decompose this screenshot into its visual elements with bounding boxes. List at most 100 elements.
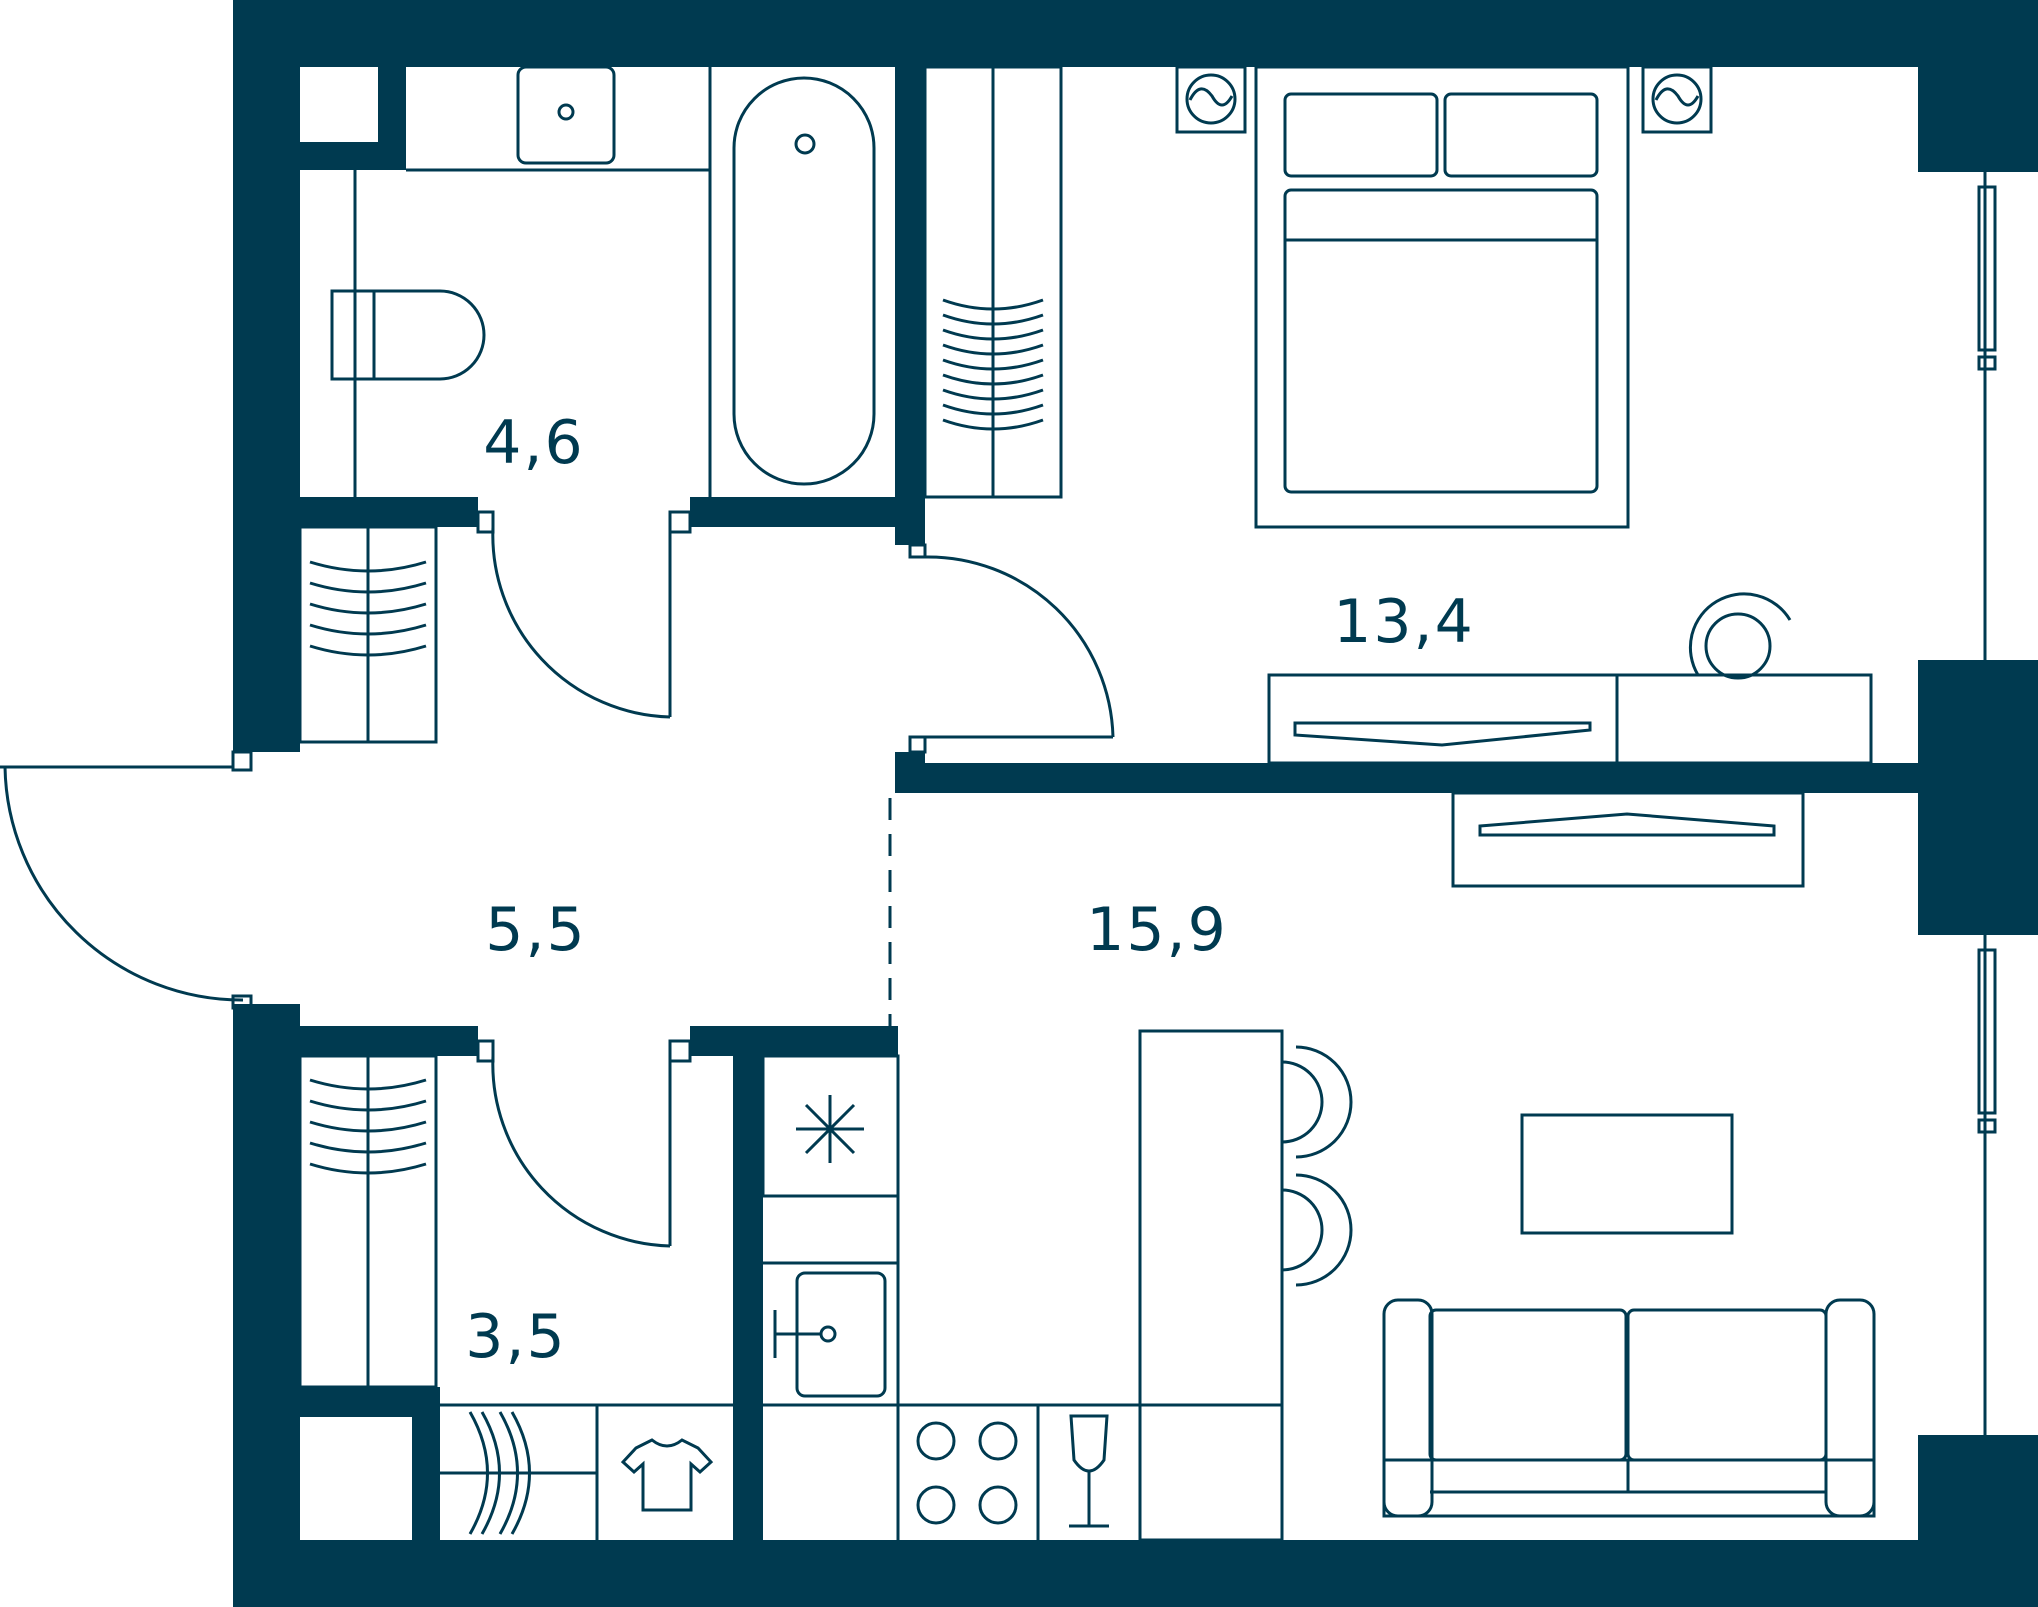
chair-back bbox=[1688, 592, 1792, 676]
drying-rack-arc-1 bbox=[468, 1411, 489, 1535]
window-top-frame-lower bbox=[1977, 355, 1997, 371]
pillow-left bbox=[1283, 92, 1439, 178]
window-bottom-frame-lower bbox=[1977, 1118, 1997, 1134]
outer-wall-left-lower bbox=[233, 1004, 300, 1607]
bedroom-wardrobe-shelf bbox=[942, 358, 1044, 371]
coffee-table bbox=[1520, 1113, 1734, 1235]
sofa-armrest-right bbox=[1824, 1298, 1876, 1518]
hall-wardrobe-shelf bbox=[309, 581, 427, 594]
bath-door-jamb-left bbox=[476, 510, 495, 534]
window-bottom-frame-upper bbox=[1977, 948, 1997, 1115]
washbasin bbox=[516, 65, 616, 165]
wardrobe-wall-left bbox=[300, 1026, 478, 1056]
cooktop-icon bbox=[916, 1421, 1018, 1525]
drying-rack-arc-3 bbox=[498, 1411, 519, 1535]
wardrobe-room-area-label: 3,5 bbox=[465, 1302, 566, 1372]
right-pier-top bbox=[1918, 0, 2038, 172]
dressing-wardrobe-shelf bbox=[309, 1099, 427, 1112]
snowflake-icon bbox=[796, 1095, 864, 1163]
right-pier-middle bbox=[1918, 660, 2038, 935]
entrance-door-swing bbox=[3, 766, 244, 1002]
kitchen-island bbox=[1138, 1029, 1284, 1542]
window-top-frame-upper bbox=[1977, 185, 1997, 352]
desk-drawer bbox=[1293, 721, 1592, 747]
bedroom-wardrobe-shelf bbox=[942, 418, 1044, 431]
wardrobe-door-jamb-left bbox=[476, 1039, 495, 1063]
outer-wall-bottom bbox=[233, 1540, 2038, 1607]
lamp-right bbox=[1651, 73, 1703, 125]
bar-stool-2 bbox=[1295, 1173, 1353, 1287]
hallway-area-label: 5,5 bbox=[485, 895, 586, 965]
dressing-wardrobe-shelf bbox=[309, 1162, 427, 1175]
bar-stool-2-seat bbox=[1281, 1188, 1324, 1272]
bedroom-door-jamb-bottom bbox=[908, 735, 927, 754]
toilet-tank bbox=[330, 289, 376, 381]
bedroom-wardrobe-shelf bbox=[942, 313, 1044, 326]
chair-seat bbox=[1704, 612, 1772, 680]
bedroom-door-jamb-top bbox=[908, 543, 927, 559]
bar-stool-1 bbox=[1295, 1045, 1353, 1159]
bedroom-living-wall bbox=[895, 763, 1918, 793]
lamp-left-swirl bbox=[1188, 87, 1234, 107]
wardrobe-kitchen-wall bbox=[733, 1056, 763, 1540]
bathtub-drain bbox=[794, 133, 816, 155]
sofa-cushion-left bbox=[1428, 1308, 1628, 1462]
bath-bedroom-wall bbox=[895, 67, 925, 545]
bedroom-living-wall-end bbox=[895, 752, 925, 793]
walls bbox=[233, 0, 2038, 1607]
bedroom-wardrobe-shelf bbox=[942, 298, 1044, 311]
hall-wardrobe-shelf bbox=[309, 623, 427, 636]
washbasin-drain bbox=[557, 103, 575, 121]
bath-door-swing bbox=[491, 526, 671, 719]
bedroom-wardrobe-shelf bbox=[942, 328, 1044, 341]
bedroom-wardrobe-shelf bbox=[942, 388, 1044, 401]
bedroom-door-swing bbox=[924, 555, 1115, 738]
tv-stand-drawer bbox=[1478, 812, 1776, 837]
hall-wardrobe-shelf bbox=[309, 602, 427, 615]
bathroom-area-label: 4,6 bbox=[483, 408, 584, 478]
lamp-left bbox=[1185, 73, 1237, 125]
shaft-wall-side bbox=[378, 67, 406, 170]
bedroom-wardrobe-shelf bbox=[942, 343, 1044, 356]
pillow-right bbox=[1443, 92, 1599, 178]
bath-wall-right bbox=[690, 497, 920, 527]
dressing-wardrobe-shelf bbox=[309, 1078, 427, 1091]
nightstand-left bbox=[1175, 65, 1247, 134]
drying-rack-arc-2 bbox=[480, 1411, 501, 1535]
bedroom-desk bbox=[1267, 673, 1619, 765]
toilet-bowl bbox=[372, 289, 486, 381]
sofa-armrest-left bbox=[1382, 1298, 1434, 1518]
bath-door-jamb-right bbox=[668, 510, 692, 534]
bathtub bbox=[732, 76, 876, 486]
bar-stool-1-seat bbox=[1281, 1060, 1324, 1144]
drying-rack-arc-4 bbox=[510, 1411, 531, 1535]
tv-stand bbox=[1451, 791, 1805, 888]
wardrobe-wall-right bbox=[690, 1026, 898, 1056]
wardrobe-door-jamb-right bbox=[668, 1039, 692, 1063]
hall-wardrobe-shelf bbox=[309, 560, 427, 573]
nightstand-right bbox=[1641, 65, 1713, 134]
shelf-waves bbox=[309, 298, 1044, 1175]
lamp-right-swirl bbox=[1654, 87, 1700, 107]
outer-wall-left-upper bbox=[233, 0, 300, 752]
right-pier-bottom bbox=[1918, 1435, 2038, 1607]
kitchen-sink-drain bbox=[819, 1325, 837, 1343]
fixtures bbox=[0, 65, 1997, 1542]
living-kitchen-area-label: 15,9 bbox=[1086, 895, 1228, 965]
sofa-cushion-right bbox=[1626, 1308, 1828, 1462]
area-labels: 4,6 13,4 5,5 15,9 3,5 bbox=[465, 408, 1473, 1372]
wine-glass-icon bbox=[1069, 1414, 1109, 1528]
mattress bbox=[1283, 188, 1599, 494]
bedroom-wardrobe-shelf bbox=[942, 403, 1044, 416]
wardrobe-door-swing bbox=[491, 1055, 671, 1248]
entrance-door-jamb-bottom bbox=[231, 994, 253, 1010]
bath-wall-left bbox=[300, 497, 478, 527]
t-shirt-icon bbox=[620, 1438, 714, 1512]
bedroom-dresser bbox=[1615, 673, 1873, 765]
outer-wall-top bbox=[233, 0, 2038, 67]
hall-wardrobe-shelf bbox=[309, 644, 427, 657]
bedroom-wardrobe-shelf bbox=[942, 373, 1044, 386]
dressing-wardrobe-shelf bbox=[309, 1120, 427, 1133]
shaft-wall-bottom-side bbox=[412, 1387, 440, 1540]
